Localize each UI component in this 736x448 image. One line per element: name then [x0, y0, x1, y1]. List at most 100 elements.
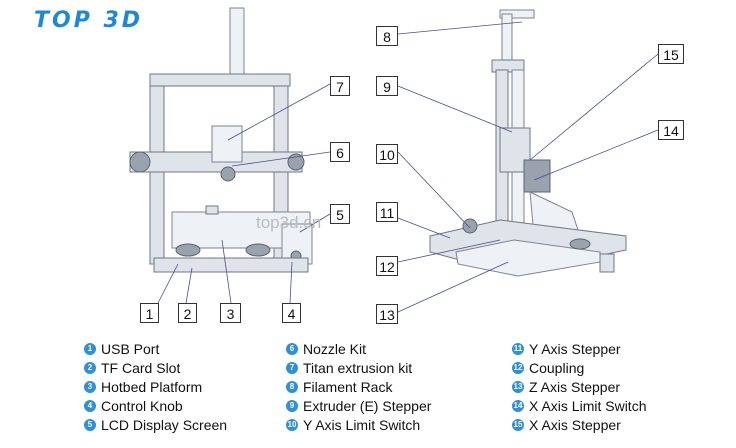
legend-label: X Axis Stepper [529, 416, 621, 433]
number-badge: 4 [84, 399, 96, 412]
legend-item: 9 Extruder (E) Stepper [286, 396, 431, 415]
legend-label: Y Axis Stepper [529, 340, 621, 357]
legend-item: 10 Y Axis Limit Switch [286, 415, 431, 434]
leader-2 [185, 267, 193, 304]
legend-item: 7 Titan extrusion kit [286, 358, 431, 377]
side-view-printer [429, 9, 627, 277]
legend-label: Z Axis Stepper [529, 378, 621, 395]
legend-item: 3 Hotbed Platform [84, 377, 227, 396]
callout-11: 11 [376, 202, 398, 222]
number-badge: 14 [512, 399, 524, 412]
number-badge: 3 [84, 380, 96, 393]
number-badge: 9 [286, 399, 298, 412]
callout-14: 14 [658, 120, 684, 140]
front-base [153, 257, 309, 273]
leader-7 [227, 83, 331, 141]
callout-4: 4 [282, 303, 301, 323]
front-roller-left [175, 243, 201, 257]
number-badge: 2 [84, 361, 96, 374]
side-rack-top [499, 9, 535, 19]
leader-11 [397, 217, 451, 239]
callout-2: 2 [178, 303, 197, 323]
legend-label: Filament Rack [303, 378, 393, 395]
front-filament-rack [229, 7, 245, 75]
front-nozzle [220, 166, 236, 182]
number-badge: 8 [286, 380, 298, 393]
callout-1: 1 [140, 303, 159, 323]
legend-column-3: 11 Y Axis Stepper 12 Coupling 13 Z Axis … [512, 339, 646, 434]
number-badge: 13 [512, 380, 524, 393]
legend-item: 1 USB Port [84, 339, 227, 358]
side-roller [569, 238, 591, 250]
legend-column-2: 6 Nozzle Kit 7 Titan extrusion kit 8 Fil… [286, 339, 431, 434]
side-foot-right [599, 253, 615, 273]
legend-item: 8 Filament Rack [286, 377, 431, 396]
legend-label: Control Knob [101, 397, 183, 414]
legend-label: Hotbed Platform [101, 378, 203, 395]
leader-lines [157, 21, 659, 313]
side-knob [462, 218, 478, 234]
legend-label: Titan extrusion kit [303, 359, 413, 376]
front-top-beam [149, 73, 291, 87]
number-badge: 1 [84, 342, 96, 355]
legend-column-1: 1 USB Port 2 TF Card Slot 3 Hotbed Platf… [84, 339, 227, 434]
number-badge: 12 [512, 361, 524, 374]
callout-3: 3 [220, 303, 241, 323]
legend-label: Coupling [529, 359, 585, 376]
callout-5: 5 [330, 204, 350, 224]
watermark: top3d.cn [256, 213, 322, 232]
leader-1 [157, 263, 179, 304]
callout-7: 7 [330, 76, 350, 96]
legend-item: 12 Coupling [512, 358, 646, 377]
callout-12: 12 [376, 256, 398, 276]
number-badge: 5 [84, 418, 96, 431]
legend-label: USB Port [101, 340, 160, 357]
number-badge: 11 [512, 342, 524, 355]
number-badge: 6 [286, 342, 298, 355]
front-roller-right [245, 243, 271, 257]
side-rack-post [501, 13, 513, 63]
leader-8 [397, 21, 523, 35]
legend-item: 4 Control Knob [84, 396, 227, 415]
legend-item: 14 X Axis Limit Switch [512, 396, 646, 415]
legend-label: Extruder (E) Stepper [303, 397, 432, 414]
front-extruder [211, 125, 243, 163]
front-view-printer [129, 7, 313, 273]
legend-label: Y Axis Limit Switch [303, 416, 421, 433]
legend-item: 15 X Axis Stepper [512, 415, 646, 434]
front-left-knob [129, 151, 151, 173]
legend-label: TF Card Slot [101, 359, 181, 376]
callout-15: 15 [658, 44, 684, 64]
number-badge: 7 [286, 361, 298, 374]
leader-6 [231, 151, 331, 167]
legend-label: X Axis Limit Switch [529, 397, 647, 414]
callout-13: 13 [376, 304, 398, 324]
callout-9: 9 [376, 76, 398, 96]
number-badge: 10 [286, 418, 298, 431]
leader-13 [397, 261, 509, 313]
number-badge: 15 [512, 418, 524, 431]
legend-label: Nozzle Kit [303, 340, 367, 357]
leader-5 [299, 213, 331, 233]
legend-item: 6 Nozzle Kit [286, 339, 431, 358]
leader-15 [529, 53, 659, 161]
legend-item: 13 Z Axis Stepper [512, 377, 646, 396]
callout-10: 10 [376, 144, 398, 164]
legend-label: LCD Display Screen [101, 416, 228, 433]
front-right-knob [287, 153, 305, 171]
leader-4 [289, 261, 293, 304]
front-left-column [149, 85, 165, 265]
leader-9 [397, 85, 513, 133]
front-bed-clip [205, 205, 219, 215]
legend-item: 2 TF Card Slot [84, 358, 227, 377]
leader-10 [397, 151, 471, 229]
callout-6: 6 [330, 142, 350, 162]
brand-logo: TOP 3D [34, 8, 144, 33]
leader-14 [533, 129, 659, 181]
side-x-stepper [523, 159, 551, 193]
legend-item: 5 LCD Display Screen [84, 415, 227, 434]
callout-8: 8 [376, 26, 398, 46]
legend-item: 11 Y Axis Stepper [512, 339, 646, 358]
